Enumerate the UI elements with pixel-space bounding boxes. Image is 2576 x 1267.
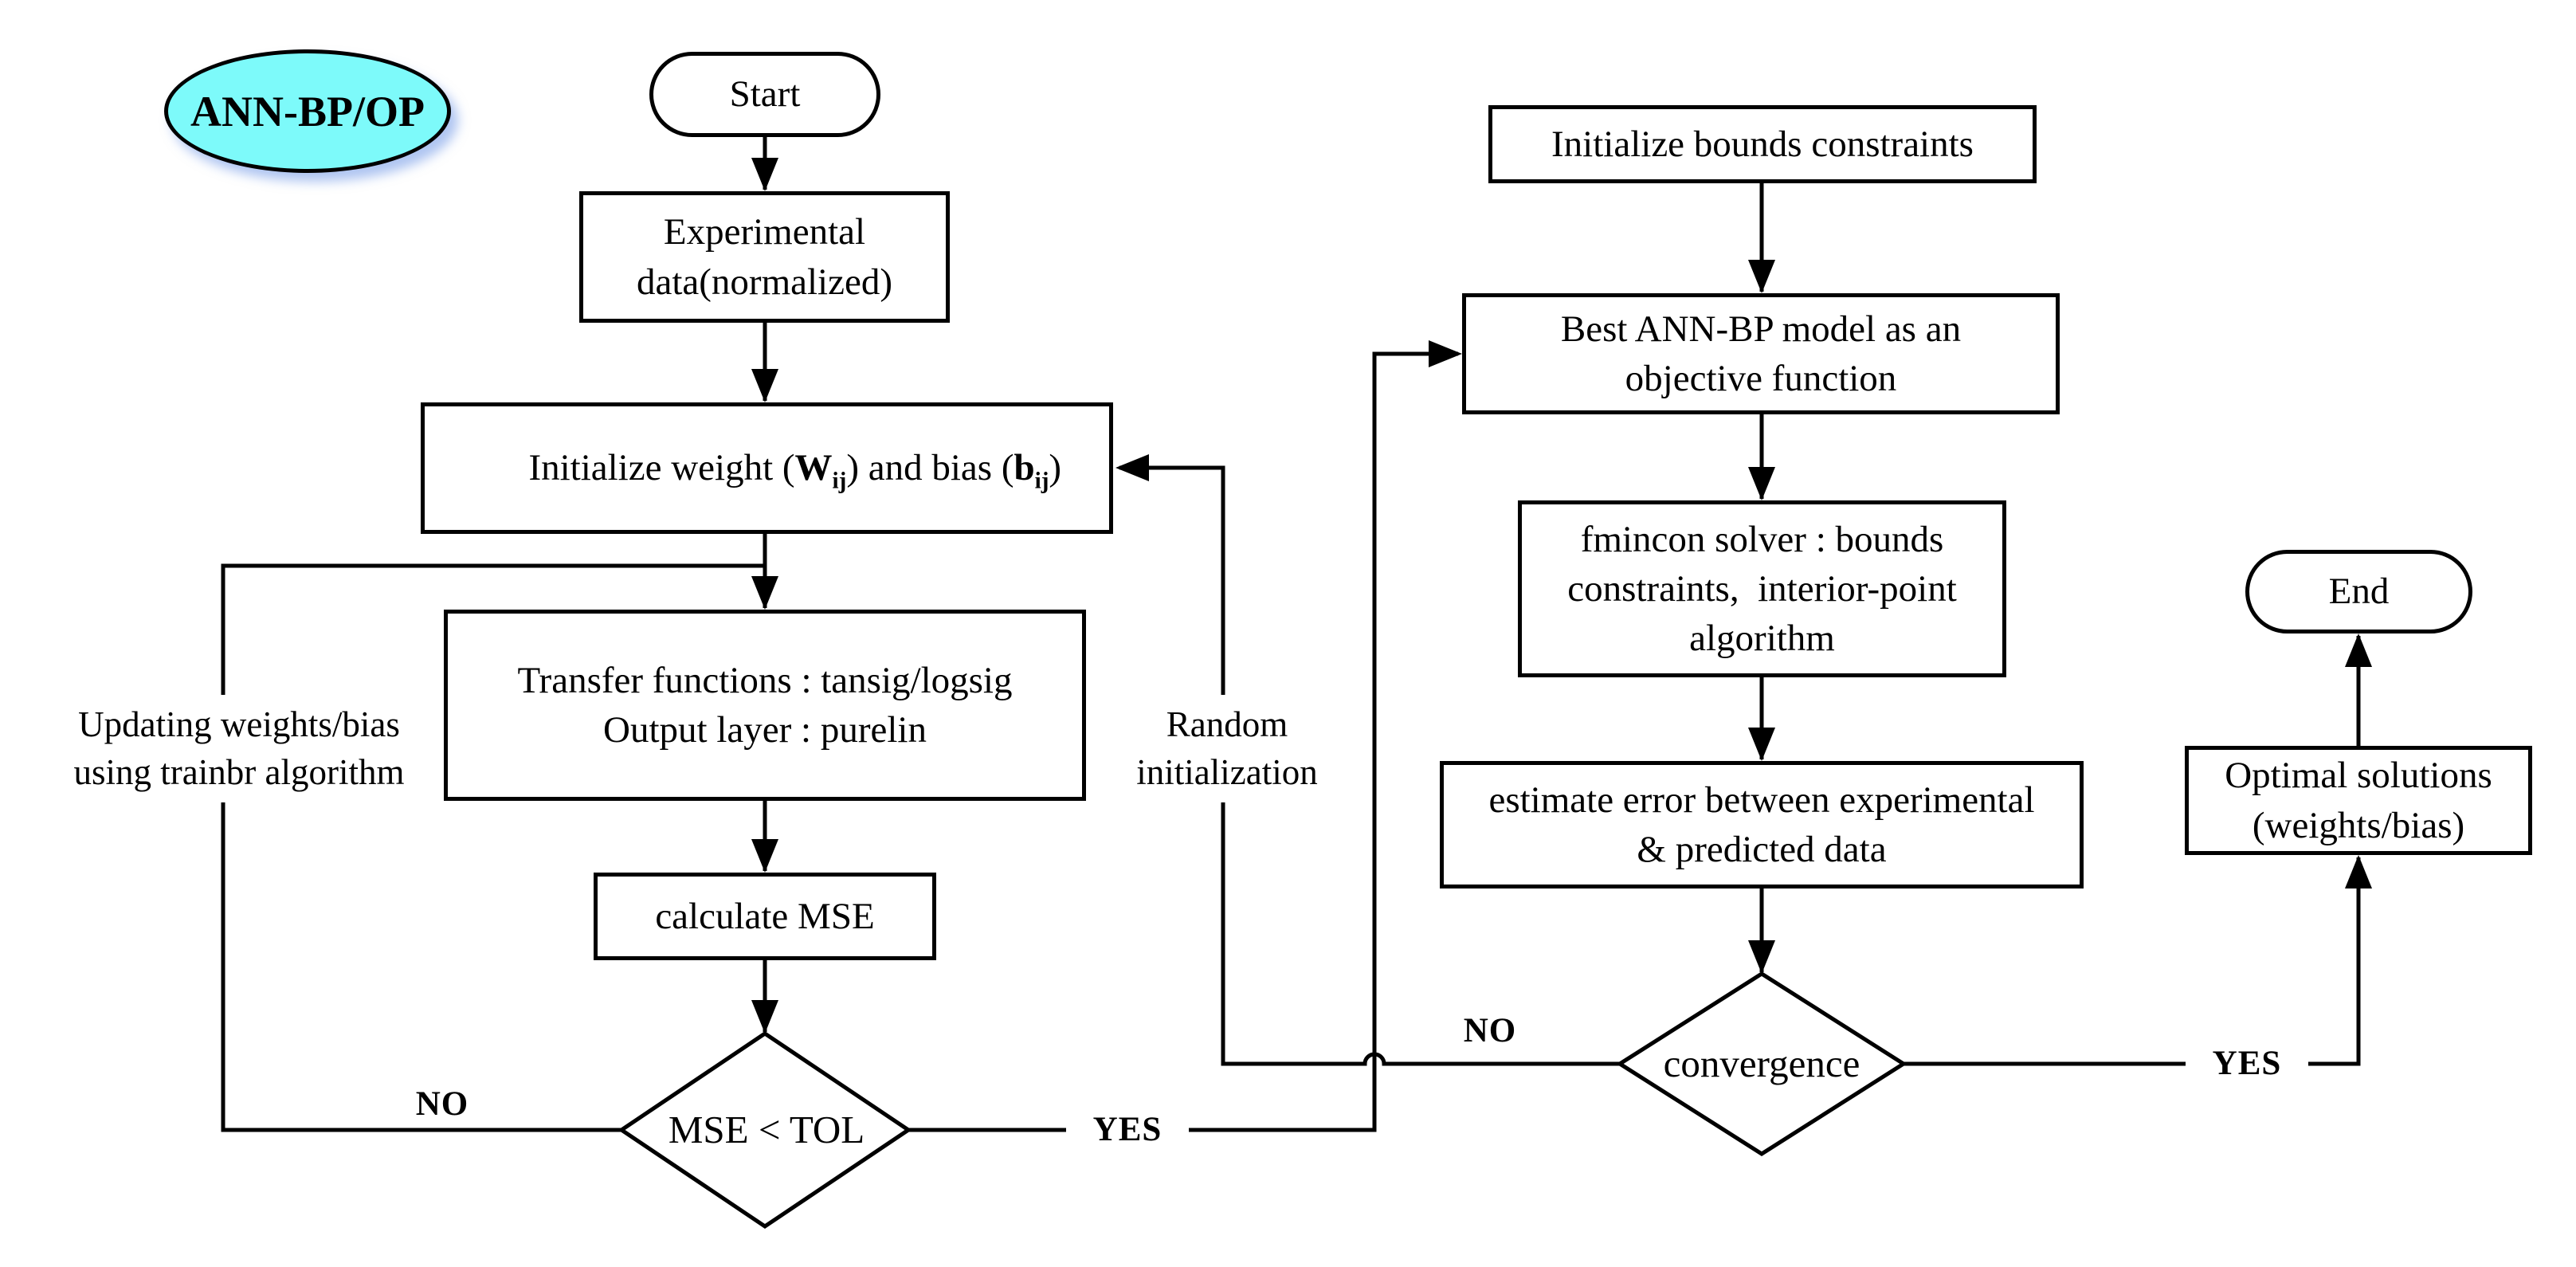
edge-convergence-yes-to-optimal (1904, 857, 2361, 1066)
node-transfer-functions: Transfer functions : tansig/logsig Outpu… (444, 610, 1086, 801)
arrowhead-into-calcmse (751, 839, 778, 873)
transfer-line1: Transfer functions : tansig/logsig (517, 659, 1013, 701)
mse-no-label: NO (390, 1084, 494, 1125)
init-weights-text-post: ) (1049, 447, 1062, 489)
mse-yes-text: YES (1092, 1110, 1163, 1148)
transfer-line2: Output layer : purelin (603, 709, 927, 751)
node-start: Start (649, 52, 880, 137)
arrowhead-into-estimate (1748, 728, 1775, 761)
experimental-line1: Experimental (663, 211, 866, 253)
edge-mse-no-loop (221, 563, 767, 1132)
experimental-line2: data(normalized) (637, 261, 892, 303)
node-calculate-mse: calculate MSE (594, 873, 936, 960)
bias-subscript: ij (1034, 468, 1049, 494)
mse-decision-text: MSE < TOL (668, 1107, 865, 1151)
fmincon-line3: algorithm (1689, 618, 1835, 660)
node-best-model: Best ANN-BP model as an objective functi… (1462, 293, 2060, 414)
convergence-yes-label: YES (2186, 1041, 2308, 1086)
mse-decision-label: MSE < TOL (623, 1090, 910, 1170)
node-experimental-data: Experimental data(normalized) (579, 191, 950, 323)
convergence-label: convergence (1620, 1024, 1904, 1104)
node-estimate-error: estimate error between experimental & pr… (1440, 761, 2084, 888)
fmincon-line1: fmincon solver : bounds (1580, 518, 1944, 560)
updating-line2: using trainbr algorithm (73, 751, 405, 792)
optimal-line2: (weights/bias) (2252, 804, 2465, 846)
arrowhead-bounds-into-bestmodel (1748, 260, 1775, 293)
node-end: End (2245, 550, 2472, 634)
fmincon-line2: constraints, interior-point (1567, 567, 1957, 610)
updating-weights-label: Updating weights/bias using trainbr algo… (48, 695, 430, 802)
updating-line1: Updating weights/bias (78, 704, 400, 745)
arrowhead-into-transfer (751, 576, 778, 610)
arrowhead-into-msedecision (751, 1000, 778, 1034)
random-line2: initialization (1136, 751, 1318, 792)
node-initialize-bounds: Initialize bounds constraints (1488, 105, 2037, 183)
convergence-no-text: NO (1463, 1011, 1517, 1049)
weight-subscript: ij (832, 468, 847, 494)
arrowhead-into-end (2345, 634, 2372, 667)
title-badge-label: ANN-BP/OP (190, 87, 425, 135)
edge-convergence-no-random-init (1119, 465, 1620, 1066)
arrowhead-into-optimal (2345, 855, 2372, 888)
arrowhead-random-into-initweights (1115, 454, 1149, 481)
convergence-yes-text: YES (2212, 1044, 2282, 1082)
arrowhead-into-convergence (1748, 940, 1775, 974)
mse-no-text: NO (415, 1085, 469, 1123)
end-label: End (2328, 571, 2390, 613)
estimate-error-line1: estimate error between experimental (1488, 779, 2035, 821)
optimal-line1: Optimal solutions (2225, 755, 2492, 797)
best-model-line2: objective function (1625, 358, 1897, 399)
convergence-text: convergence (1663, 1041, 1860, 1085)
arrowhead-into-initweights (751, 369, 778, 402)
bias-symbol: b (1014, 447, 1035, 489)
calculate-mse-label: calculate MSE (655, 895, 875, 937)
title-badge: ANN-BP/OP (164, 49, 451, 173)
estimate-error-line2: & predicted data (1637, 829, 1887, 870)
mse-yes-label: YES (1066, 1108, 1189, 1152)
random-line1: Random (1166, 704, 1288, 745)
initialize-bounds-label: Initialize bounds constraints (1551, 123, 1974, 165)
start-label: Start (729, 73, 801, 116)
node-initialize-weights: Initialize weight (Wij) and bias (bij) (421, 402, 1113, 534)
arrowhead-into-fmincon (1748, 467, 1775, 500)
arrowhead-into-bestmodel-left (1429, 340, 1462, 367)
mse-decision-diamond (618, 1030, 912, 1230)
convergence-no-label: NO (1430, 1010, 1550, 1052)
best-model-line1: Best ANN-BP model as an (1560, 308, 1962, 350)
node-fmincon-solver: fmincon solver : bounds constraints, int… (1518, 500, 2006, 677)
weight-symbol: W (794, 447, 833, 489)
initialize-weights-label: Initialize weight (Wij) and bias (bij) (472, 394, 1061, 542)
node-optimal-solutions: Optimal solutions (weights/bias) (2185, 746, 2532, 855)
init-weights-text-pre: Initialize weight ( (528, 447, 795, 489)
arrowhead-into-experimental (751, 158, 778, 191)
init-weights-text-mid: ) and bias ( (846, 447, 1014, 489)
random-initialization-label: Random initialization (1127, 695, 1327, 802)
convergence-diamond (1616, 971, 1907, 1156)
